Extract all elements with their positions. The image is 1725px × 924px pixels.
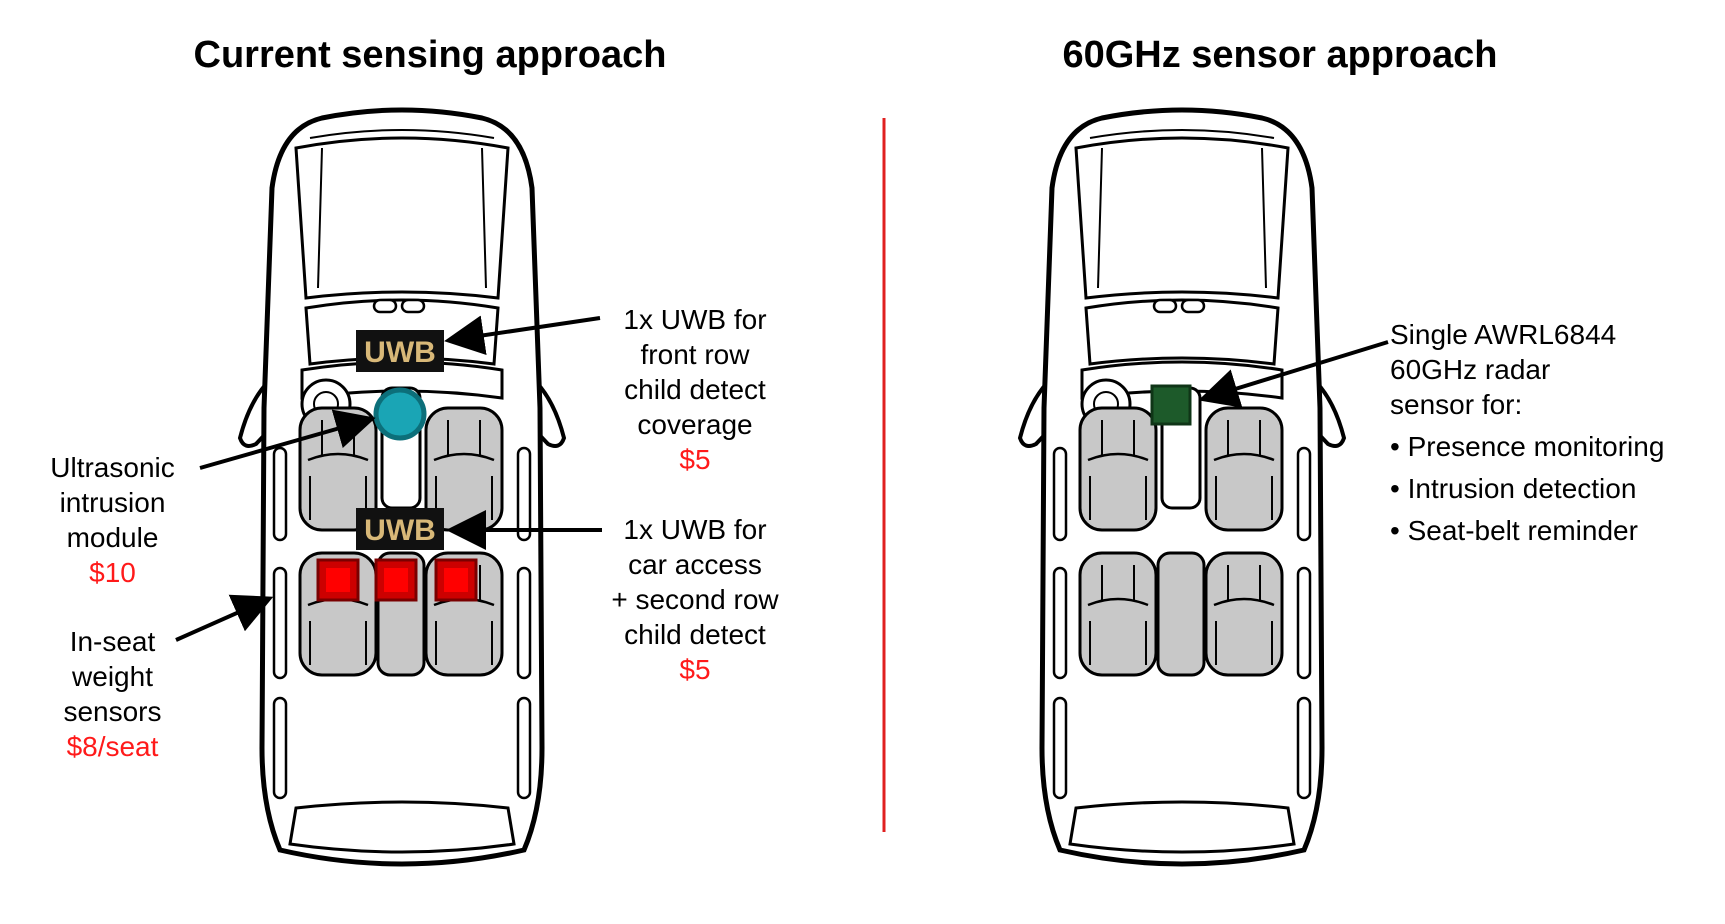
- svg-text:UWB: UWB: [364, 514, 436, 547]
- feature-presence: Presence monitoring: [1390, 426, 1665, 468]
- cost-uwb-access: $5: [679, 654, 711, 685]
- arrow-uwb-front: [444, 315, 601, 356]
- uwb-badge-front: UWB: [356, 330, 444, 372]
- weight-sensors: [316, 558, 478, 602]
- car-current-approach: [240, 110, 564, 864]
- arrow-radar: [1198, 340, 1389, 408]
- ultrasonic-sensor: [373, 387, 427, 441]
- cost-weight: $8/seat: [66, 731, 159, 762]
- arrow-ultrasonic: [199, 409, 376, 470]
- feature-seatbelt: Seat-belt reminder: [1390, 510, 1664, 552]
- arrow-weight: [175, 594, 274, 642]
- feature-intrusion: Intrusion detection: [1390, 468, 1664, 510]
- label-uwb-access: 1x UWB for car access + second row child…: [575, 512, 815, 687]
- label-weight-sensors: In-seat weight sensors $8/seat: [30, 624, 195, 764]
- cost-uwb-front: $5: [679, 444, 711, 475]
- svg-text:UWB: UWB: [364, 336, 436, 369]
- radar-sensor: [1150, 384, 1192, 426]
- uwb-badge-rear: UWB: [356, 508, 444, 550]
- label-ultrasonic: Ultrasonic intrusion module $10: [30, 450, 195, 590]
- title-60ghz-approach: 60GHz sensor approach: [1062, 34, 1498, 76]
- cost-ultrasonic: $10: [89, 557, 136, 588]
- label-radar: Single AWRL6844 60GHz radar sensor for: …: [1390, 317, 1664, 552]
- radar-feature-list: Presence monitoring Intrusion detection …: [1390, 426, 1665, 552]
- car-60ghz-approach: [1020, 110, 1344, 864]
- title-current-approach: Current sensing approach: [193, 34, 667, 76]
- label-uwb-front: 1x UWB for front row child detect covera…: [585, 302, 805, 477]
